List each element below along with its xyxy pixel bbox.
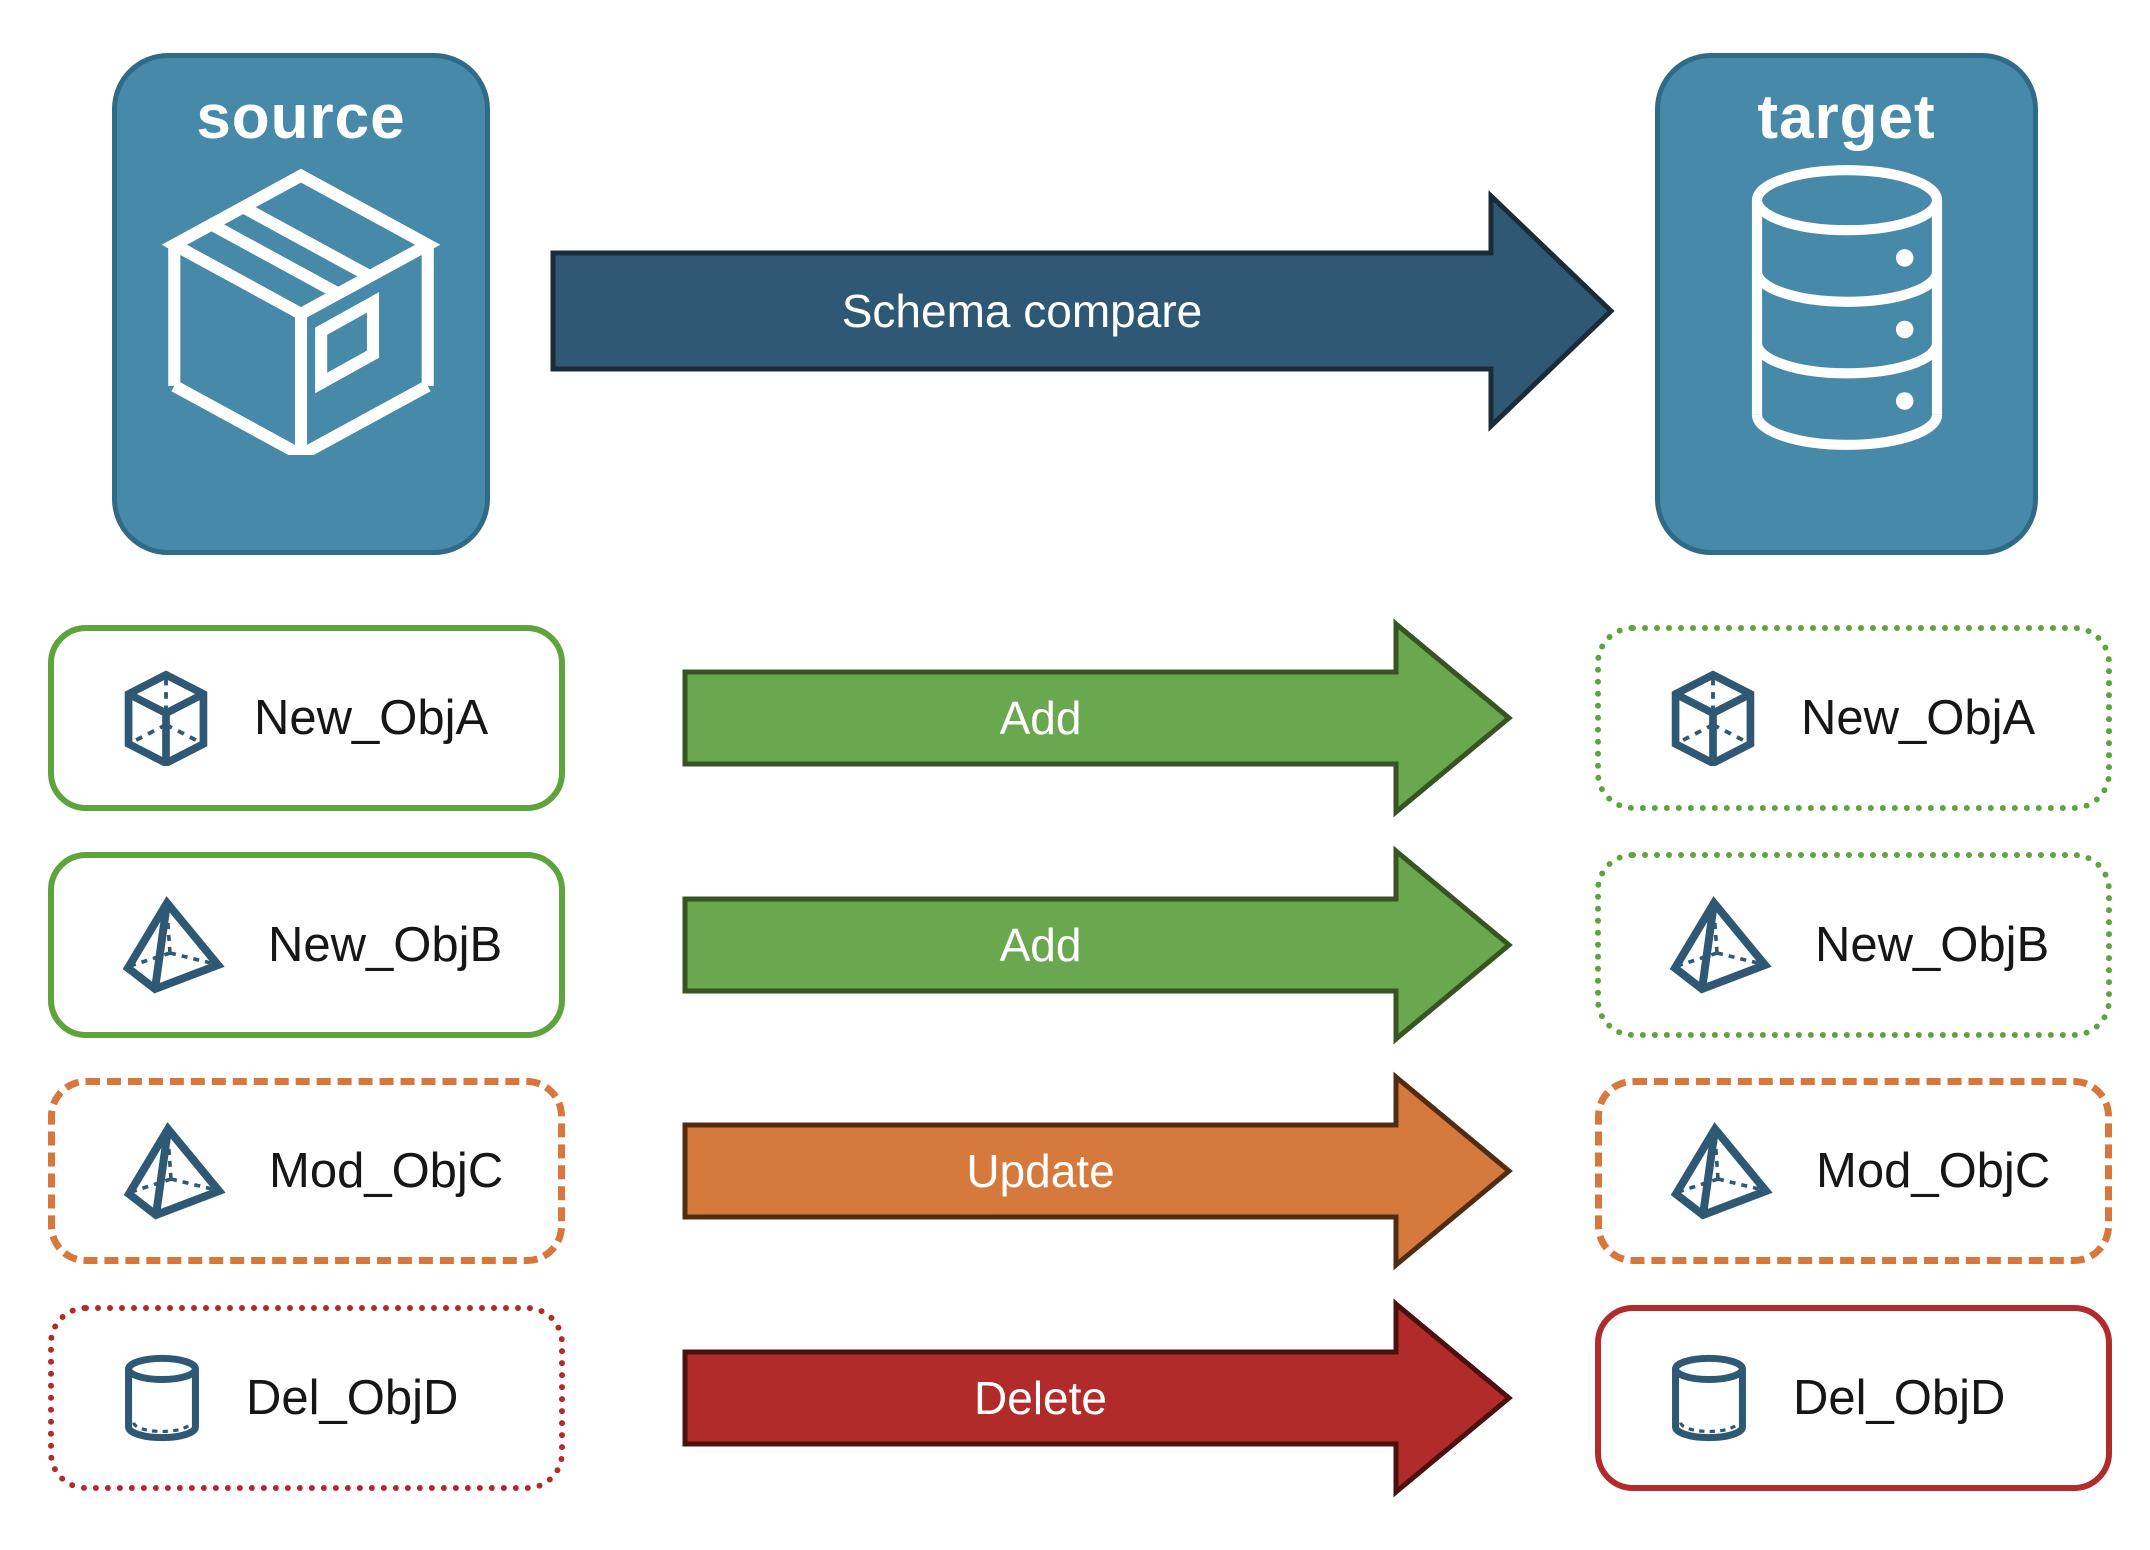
target-label: target [1757,83,1936,152]
object-label: New_ObjA [254,691,489,745]
cylinder-icon [1672,1354,1746,1442]
object-label: Mod_ObjC [269,1144,504,1198]
schema-compare-label: Schema compare [841,285,1203,337]
update-arrow-label: Update [966,1145,1115,1197]
pyramid-icon [123,1122,226,1220]
source-object-card-row1: New_ObjA [48,625,565,811]
add-arrow-label: Add [999,919,1082,971]
add-arrow-shape [682,845,1513,1045]
update-arrow-row3: Update [682,1071,1513,1271]
target-object-card-row4: Del_ObjD [1595,1305,2112,1491]
target-object-card-row1: New_ObjA [1595,625,2112,811]
database-icon [1751,165,1942,450]
target-node: target [1655,53,2038,555]
object-label: Del_ObjD [1793,1371,2006,1425]
cylinder-icon [125,1354,199,1442]
object-label: New_ObjB [1815,918,2050,972]
add-arrow-shape [682,618,1513,818]
pyramid-icon [1670,1122,1773,1220]
package-icon [161,168,441,455]
add-arrow-row2: Add [682,845,1513,1045]
object-label: Mod_ObjC [1816,1144,2051,1198]
target-object-card-row3: Mod_ObjC [1595,1078,2112,1264]
schema-compare-arrow-shape [550,190,1615,432]
delete-arrow-shape [682,1298,1513,1498]
object-label: New_ObjB [268,918,503,972]
source-label: source [196,83,406,152]
delete-arrow-row4: Delete [682,1298,1513,1498]
object-label: Del_ObjD [246,1371,459,1425]
source-node: source [112,53,490,555]
source-object-card-row3: Mod_ObjC [48,1078,565,1264]
schema-compare-arrow: Schema compare [550,190,1615,432]
pyramid-icon [1669,896,1772,994]
pyramid-icon [122,896,225,994]
cube-icon [1671,670,1755,766]
add-arrow-row1: Add [682,618,1513,818]
update-arrow-shape [682,1071,1513,1271]
source-object-card-row4: Del_ObjD [48,1305,565,1491]
object-label: New_ObjA [1801,691,2036,745]
add-arrow-label: Add [999,692,1082,744]
cube-icon [124,670,208,766]
delete-arrow-label: Delete [974,1372,1107,1424]
target-object-card-row2: New_ObjB [1595,852,2112,1038]
source-object-card-row2: New_ObjB [48,852,565,1038]
